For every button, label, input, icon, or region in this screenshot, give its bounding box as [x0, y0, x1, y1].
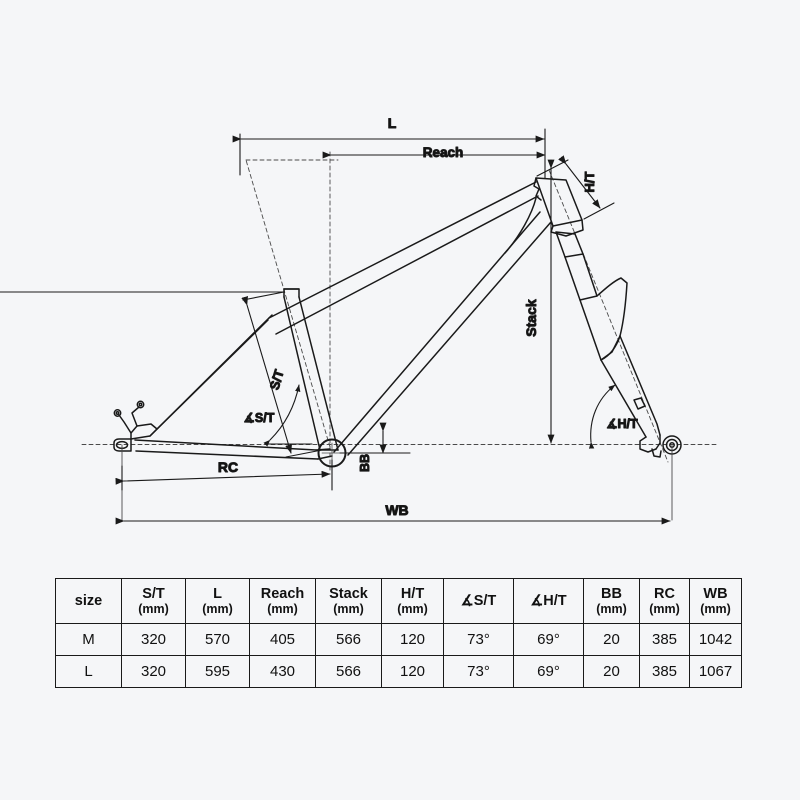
dimension-label-reach: Reach	[423, 145, 464, 160]
dimension-head-tube	[536, 155, 615, 220]
col-header-ht-unit: (mm)	[397, 602, 428, 617]
cell-stack: 566	[315, 655, 382, 688]
cell-ht-angle: 69°	[513, 655, 584, 688]
col-header-wb-name: WB	[703, 585, 728, 602]
cell-bb: 20	[583, 623, 640, 656]
cell-size: L	[55, 655, 122, 688]
cell-st: 320	[121, 655, 186, 688]
col-header-ht-angle: ∡H/T	[513, 578, 584, 624]
geometry-table-container: size S/T (mm) L (mm) Reach (mm)	[55, 578, 742, 688]
col-header-ht: H/T (mm)	[381, 578, 444, 624]
angle-head-tube	[588, 384, 616, 449]
col-header-bb: BB (mm)	[583, 578, 640, 624]
dimension-label-seat-tube: S/T	[267, 368, 287, 392]
angle-label-seat-tube: ∡S/T	[244, 411, 275, 425]
col-header-st-angle: ∡S/T	[443, 578, 514, 624]
cell-st-angle: 73°	[443, 655, 514, 688]
col-header-ht-angle-name: ∡H/T	[530, 592, 567, 609]
geometry-table: size S/T (mm) L (mm) Reach (mm)	[55, 578, 742, 688]
dimension-label-stack: Stack	[523, 299, 539, 337]
cell-size: M	[55, 623, 122, 656]
cell-bb: 20	[583, 655, 640, 688]
dimension-label-wb: WB	[385, 502, 408, 518]
cell-ht: 120	[381, 623, 444, 656]
dimension-label-bb: BB	[358, 454, 372, 472]
col-header-stack: Stack (mm)	[315, 578, 382, 624]
down-tube	[333, 211, 552, 456]
dimension-label-l: L	[388, 115, 397, 131]
cell-st: 320	[121, 623, 186, 656]
col-header-wb: WB (mm)	[689, 578, 742, 624]
col-header-st-name: S/T	[142, 585, 165, 602]
col-header-st-angle-name: ∡S/T	[460, 592, 497, 609]
col-header-l: L (mm)	[185, 578, 250, 624]
cell-l: 570	[185, 623, 250, 656]
col-header-bb-unit: (mm)	[596, 602, 627, 617]
table-row: M 320 570 405 566 120 73° 69° 20 385 104…	[55, 623, 742, 656]
cell-ht: 120	[381, 655, 444, 688]
cell-wb: 1042	[689, 623, 742, 656]
table-header-row: size S/T (mm) L (mm) Reach (mm)	[55, 578, 742, 624]
cell-rc: 385	[639, 655, 690, 688]
col-header-l-unit: (mm)	[202, 602, 233, 617]
dimension-label-rc: RC	[218, 459, 238, 475]
col-header-size-name: size	[74, 592, 103, 609]
col-header-reach-unit: (mm)	[267, 602, 298, 617]
angle-label-head-tube: ∡H/T	[606, 417, 638, 431]
cell-wb: 1067	[689, 655, 742, 688]
table-row: L 320 595 430 566 120 73° 69° 20 385 106…	[55, 655, 742, 688]
angle-seat-tube	[263, 384, 313, 447]
cell-l: 595	[185, 655, 250, 688]
col-header-size: size	[55, 578, 122, 624]
top-tube	[268, 181, 539, 335]
col-header-rc-name: RC	[654, 585, 675, 602]
cell-reach: 430	[249, 655, 316, 688]
dimension-l	[232, 128, 546, 179]
head-tube	[533, 177, 584, 237]
cell-ht-angle: 69°	[513, 623, 584, 656]
col-header-stack-name: Stack	[329, 585, 368, 602]
cell-stack: 566	[315, 623, 382, 656]
col-header-reach-name: Reach	[260, 585, 305, 602]
cell-rc: 385	[639, 623, 690, 656]
cell-st-angle: 73°	[443, 623, 514, 656]
col-header-st: S/T (mm)	[121, 578, 186, 624]
col-header-stack-unit: (mm)	[333, 602, 364, 617]
col-header-rc: RC (mm)	[639, 578, 690, 624]
dimension-bb	[339, 422, 411, 454]
col-header-rc-unit: (mm)	[649, 602, 680, 617]
rear-dropout	[113, 400, 158, 452]
col-header-bb-name: BB	[601, 585, 622, 602]
dimension-label-head-tube: H/T	[582, 171, 597, 192]
col-header-wb-unit: (mm)	[700, 602, 731, 617]
fork	[555, 231, 682, 458]
col-header-ht-name: H/T	[400, 585, 425, 602]
cell-reach: 405	[249, 623, 316, 656]
col-header-reach: Reach (mm)	[249, 578, 316, 624]
col-header-st-unit: (mm)	[138, 602, 169, 617]
chain-stay	[134, 439, 333, 460]
col-header-l-name: L	[213, 585, 222, 602]
dimension-rc	[115, 459, 333, 491]
head-tube-gusset	[504, 197, 537, 254]
